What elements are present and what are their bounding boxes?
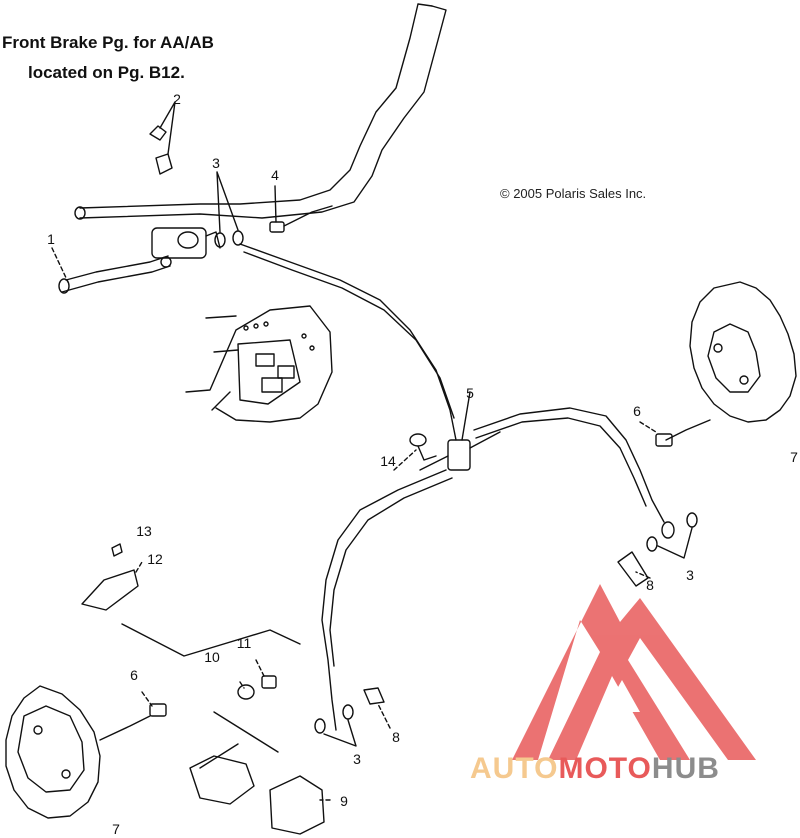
brake-switch [269,185,333,233]
callout-8-upper: 8 [646,577,654,593]
callout-3-upper: 3 [212,155,220,171]
frame-section [185,305,333,423]
watermark-moto: MOTO [558,752,652,785]
washers-right [617,512,698,587]
note-line-2: located on Pg. B12. [28,63,185,82]
callout-14: 14 [380,453,396,469]
clip-hardware [149,101,176,175]
callout-13: 13 [136,523,152,539]
hub-assembly [121,623,385,835]
note-line-1: Front Brake Pg. for AA/AB [2,33,214,52]
brake-disc-left [5,685,167,819]
callout-7-lower: 7 [112,821,120,837]
copyright-text: © 2005 Polaris Sales Inc. [500,186,647,201]
callout-3-lower: 3 [353,751,361,767]
leader-lines [51,247,657,801]
callout-10: 10 [204,649,220,665]
callout-6-lower: 6 [130,667,138,683]
callout-7-upper: 7 [790,449,798,465]
callout-12: 12 [147,551,163,567]
callout-6-upper: 6 [633,403,641,419]
handlebar [74,3,447,220]
brake-line-upper [239,243,457,441]
callout-8-lower: 8 [392,729,400,745]
watermark-text: AUTOMOTOHUB [470,752,720,786]
brake-line-right [473,407,665,523]
callout-3-right: 3 [686,567,694,583]
watermark-logo [512,584,756,760]
bracket [81,543,139,611]
junction-block [409,391,501,471]
callout-9: 9 [340,793,348,809]
watermark-auto: AUTO [470,752,559,785]
brake-disc-right [655,281,797,447]
callout-1: 1 [47,231,55,247]
brake-lever [58,227,221,294]
watermark-hub: HUB [651,752,720,785]
callout-5: 5 [466,385,474,401]
washers-upper [214,171,244,248]
callout-4: 4 [271,167,279,183]
callout-11: 11 [237,635,252,651]
callout-2: 2 [173,91,181,107]
brake-line-lower [321,469,453,731]
